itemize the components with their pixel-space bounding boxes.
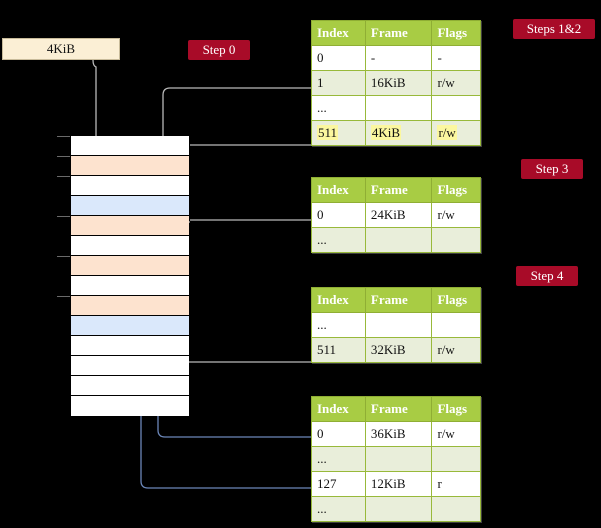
cell-frame — [364, 95, 433, 121]
cell-frame: 32KiB — [364, 337, 433, 363]
cell-flags: r/w — [431, 70, 481, 96]
memory-frame-4 — [71, 216, 189, 236]
cell-flags — [431, 446, 481, 472]
column-header-index: Index — [311, 20, 366, 46]
column-header-index: Index — [311, 177, 366, 203]
cell-flags — [431, 312, 481, 338]
memory-frame-7 — [71, 276, 189, 296]
column-header-flags: Flags — [431, 177, 481, 203]
memory-frame-9 — [71, 316, 189, 336]
cell-flags — [431, 95, 481, 121]
cell-flags: r/w — [431, 421, 481, 447]
cell-flags: r/w — [431, 202, 481, 228]
highlighted-value: r/w — [437, 124, 457, 140]
memory-tick-8 — [57, 296, 70, 297]
cell-index: ... — [311, 227, 366, 253]
cell-flags — [431, 496, 481, 522]
memory-tick-4 — [57, 216, 70, 217]
memory-tick-0 — [57, 136, 70, 137]
cell-frame — [364, 227, 433, 253]
cell-index: 511 — [311, 337, 366, 363]
cell-frame — [364, 312, 433, 338]
cell-index: 127 — [311, 471, 366, 497]
memory-tick-1 — [57, 156, 70, 157]
virtual-page-box: 4KiB — [2, 38, 120, 60]
table-row: ... — [311, 446, 481, 472]
cell-index: ... — [311, 95, 366, 121]
table-row: 511 4KiB r/w — [311, 120, 481, 146]
cell-index: ... — [311, 446, 366, 472]
column-header-frame: Frame — [364, 287, 433, 313]
table-row: ... — [311, 95, 481, 121]
cell-frame: 4KiB — [364, 120, 433, 146]
column-header-frame: Frame — [364, 396, 433, 422]
badge-step-0: Step 0 — [188, 40, 250, 60]
column-header-flags: Flags — [431, 287, 481, 313]
cell-flags: r/w — [431, 337, 481, 363]
memory-tick-2 — [57, 176, 70, 177]
table-row: ... — [311, 496, 481, 522]
memory-frame-5 — [71, 236, 189, 256]
cell-frame: 12KiB — [364, 471, 433, 497]
cell-frame — [364, 446, 433, 472]
cell-index: 1 — [311, 70, 366, 96]
table-row: ... — [311, 227, 481, 253]
memory-frame-10 — [71, 336, 189, 356]
column-header-index: Index — [311, 396, 366, 422]
cell-index: 0 — [311, 202, 366, 228]
column-header-flags: Flags — [431, 396, 481, 422]
cell-frame: 36KiB — [364, 421, 433, 447]
highlighted-value: 511 — [317, 124, 339, 140]
column-header-flags: Flags — [431, 20, 481, 46]
badge-steps-1-2: Steps 1&2 — [513, 19, 595, 39]
column-header-index: Index — [311, 287, 366, 313]
cell-frame: 24KiB — [364, 202, 433, 228]
memory-frame-13 — [71, 396, 189, 416]
cell-index: 511 — [311, 120, 366, 146]
memory-frame-2 — [71, 176, 189, 196]
cell-frame — [364, 496, 433, 522]
memory-frame-6 — [71, 256, 189, 276]
cell-frame: - — [364, 45, 433, 71]
cell-index: 0 — [311, 45, 366, 71]
memory-tick-6 — [57, 256, 70, 257]
cell-index: ... — [311, 496, 366, 522]
memory-frame-3 — [71, 196, 189, 216]
cell-frame: 16KiB — [364, 70, 433, 96]
table-row: ... — [311, 312, 481, 338]
cell-flags: - — [431, 45, 481, 71]
column-header-frame: Frame — [364, 177, 433, 203]
highlighted-value: 4KiB — [370, 124, 402, 140]
memory-frame-12 — [71, 376, 189, 396]
cell-index: ... — [311, 312, 366, 338]
badge-step-3: Step 3 — [521, 159, 583, 179]
memory-frame-0 — [71, 136, 189, 156]
column-header-frame: Frame — [364, 20, 433, 46]
table-row: 0-- — [311, 45, 481, 71]
memory-frame-1 — [71, 156, 189, 176]
cell-index: 0 — [311, 421, 366, 447]
memory-frame-11 — [71, 356, 189, 376]
cell-flags: r — [431, 471, 481, 497]
cell-flags — [431, 227, 481, 253]
badge-step-4: Step 4 — [516, 266, 578, 286]
virtual-page-label: 4KiB — [46, 41, 76, 56]
memory-frame-8 — [71, 296, 189, 316]
cell-flags: r/w — [431, 120, 481, 146]
